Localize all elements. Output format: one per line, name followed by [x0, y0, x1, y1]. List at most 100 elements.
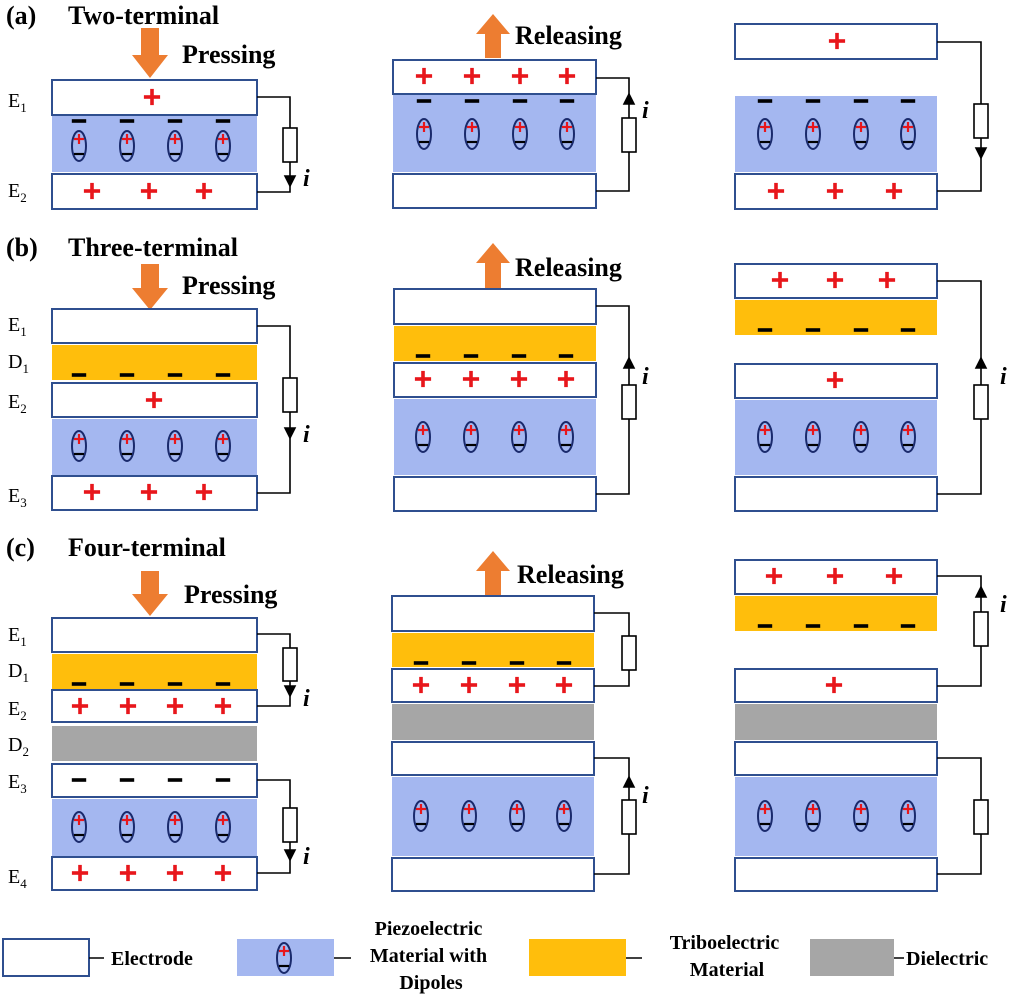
legend-electrode-swatch	[2, 938, 90, 977]
panel-a-pressing: Pressing E1 E2 i	[8, 28, 310, 210]
electrode-label-e1: E1	[8, 90, 27, 115]
piezo-layer	[52, 799, 257, 856]
legend-tribo: Triboelectric Material	[529, 932, 785, 981]
release-arrow-icon	[476, 551, 510, 596]
electrode-e3	[734, 476, 938, 512]
charge-minus	[900, 328, 916, 332]
legend-piezo: Piezoelectric Material with Dipoles	[237, 918, 492, 994]
pressing-label: Pressing	[182, 271, 275, 300]
charge-minus	[853, 624, 869, 628]
section-a-title: Two-terminal	[68, 1, 219, 30]
charge-minus	[167, 778, 183, 782]
charge-minus	[119, 778, 135, 782]
pressing-label: Pressing	[182, 40, 275, 69]
legend-electrode: Electrode	[2, 938, 193, 977]
press-arrow-icon	[132, 264, 168, 310]
section-b: (b) Three-terminal Pressing E1 D1 E2 E3	[6, 233, 1007, 512]
current-label: i	[303, 166, 310, 192]
charge-minus	[167, 119, 183, 123]
panel-a-separated	[734, 23, 989, 210]
external-circuit	[937, 41, 989, 192]
external-circuit	[937, 280, 989, 495]
charge-minus	[805, 624, 821, 628]
external-circuit-upper	[594, 612, 637, 687]
panel-c-releasing: Releasing	[391, 551, 649, 892]
electrode-label-e2: E2	[8, 180, 27, 205]
charge-minus	[559, 99, 575, 103]
charge-minus	[805, 99, 821, 103]
piezo-layer	[735, 400, 937, 475]
dielectric-label-d2: D2	[8, 734, 29, 759]
electrode-e2	[392, 173, 597, 209]
electrode-e4	[391, 857, 595, 892]
electrode-e3	[734, 741, 938, 776]
piezo-layer	[392, 777, 594, 856]
legend-tribo-label: Triboelectric Material	[670, 932, 785, 981]
section-a: (a) Two-terminal Pressing E1 E2	[6, 1, 989, 210]
electrode-e1	[391, 595, 595, 632]
piezo-layer	[735, 96, 937, 172]
electrode-e4	[734, 857, 938, 892]
section-b-title: Three-terminal	[68, 233, 238, 262]
charge-minus	[509, 661, 525, 665]
section-b-label: (b)	[6, 233, 38, 262]
charge-minus	[900, 99, 916, 103]
section-c: (c) Four-terminal Pressing E1 D1 E2 D2 E…	[6, 533, 1007, 892]
panel-b-separated: i	[734, 263, 1007, 512]
external-circuit	[596, 305, 637, 495]
current-label: i	[303, 686, 310, 712]
electrode-e1	[51, 308, 258, 344]
dielectric-layer	[735, 704, 937, 740]
charge-minus	[853, 99, 869, 103]
charge-minus	[415, 354, 431, 358]
release-arrow-icon	[476, 243, 510, 289]
piezo-layer	[393, 95, 596, 172]
panel-b-pressing: Pressing E1 D1 E2 E3	[8, 264, 310, 511]
charge-minus	[512, 99, 528, 103]
current-label: i	[642, 364, 649, 390]
charge-minus	[900, 624, 916, 628]
legend-electrode-label: Electrode	[111, 948, 193, 970]
charge-minus	[463, 354, 479, 358]
charge-minus	[416, 99, 432, 103]
external-circuit-upper	[937, 575, 989, 687]
panel-c-separated: i	[734, 559, 1007, 892]
external-circuit	[596, 77, 637, 192]
charge-minus	[413, 661, 429, 665]
current-label: i	[303, 844, 310, 870]
dielectric-label-d1: D1	[8, 351, 29, 376]
charge-minus	[556, 661, 572, 665]
charge-minus	[119, 682, 135, 686]
charge-minus	[757, 624, 773, 628]
charge-minus	[215, 778, 231, 782]
charge-minus	[167, 373, 183, 377]
charge-minus	[757, 99, 773, 103]
electrode-label-e4: E4	[8, 866, 27, 891]
external-circuit-upper	[257, 633, 298, 707]
electrode-label-e2: E2	[8, 391, 27, 416]
charge-minus	[215, 682, 231, 686]
current-label: i	[642, 98, 649, 124]
legend-dielectric-label: Dielectric	[906, 948, 988, 970]
dielectric-label-d1: D1	[8, 660, 29, 685]
legend-piezo-swatch	[237, 939, 334, 976]
legend-piezo-label: Piezoelectric Material with Dipoles	[370, 918, 492, 994]
legend: Electrode Piezoelectric Material with Di…	[2, 918, 988, 994]
legend-dielectric: Dielectric	[810, 939, 988, 976]
charge-minus	[119, 119, 135, 123]
electrode-e1	[393, 288, 597, 325]
piezo-layer	[735, 777, 937, 856]
press-arrow-icon	[132, 571, 168, 616]
charge-minus	[71, 682, 87, 686]
section-c-label: (c)	[6, 533, 35, 562]
charge-minus	[511, 354, 527, 358]
press-arrow-icon	[132, 28, 168, 78]
charge-minus	[805, 328, 821, 332]
charge-minus	[757, 328, 773, 332]
electrode-e1	[51, 617, 258, 653]
external-circuit-lower	[594, 757, 637, 875]
panel-c-pressing: Pressing E1 D1 E2 D2 E3	[8, 571, 310, 891]
piezo-layer	[52, 116, 257, 172]
electrode-label-e3: E3	[8, 485, 27, 510]
